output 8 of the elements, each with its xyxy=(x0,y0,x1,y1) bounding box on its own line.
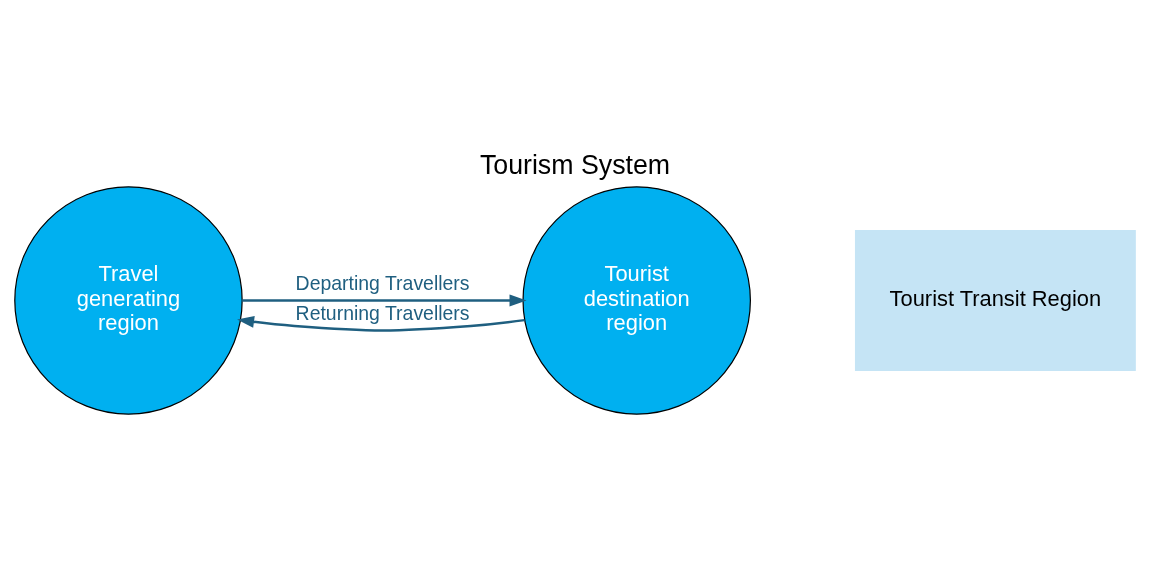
arrow xyxy=(242,294,527,307)
node-box: Tourist Transit Region xyxy=(854,229,1136,371)
diagram-title: Tourism System xyxy=(479,150,671,181)
node-circle: Tourist destination region xyxy=(522,186,751,415)
node-circle: Travel generating region xyxy=(14,186,243,415)
arrow xyxy=(237,315,525,332)
edge-label: Departing Travellers xyxy=(295,272,470,295)
edge-label: Returning Travellers xyxy=(295,301,470,324)
